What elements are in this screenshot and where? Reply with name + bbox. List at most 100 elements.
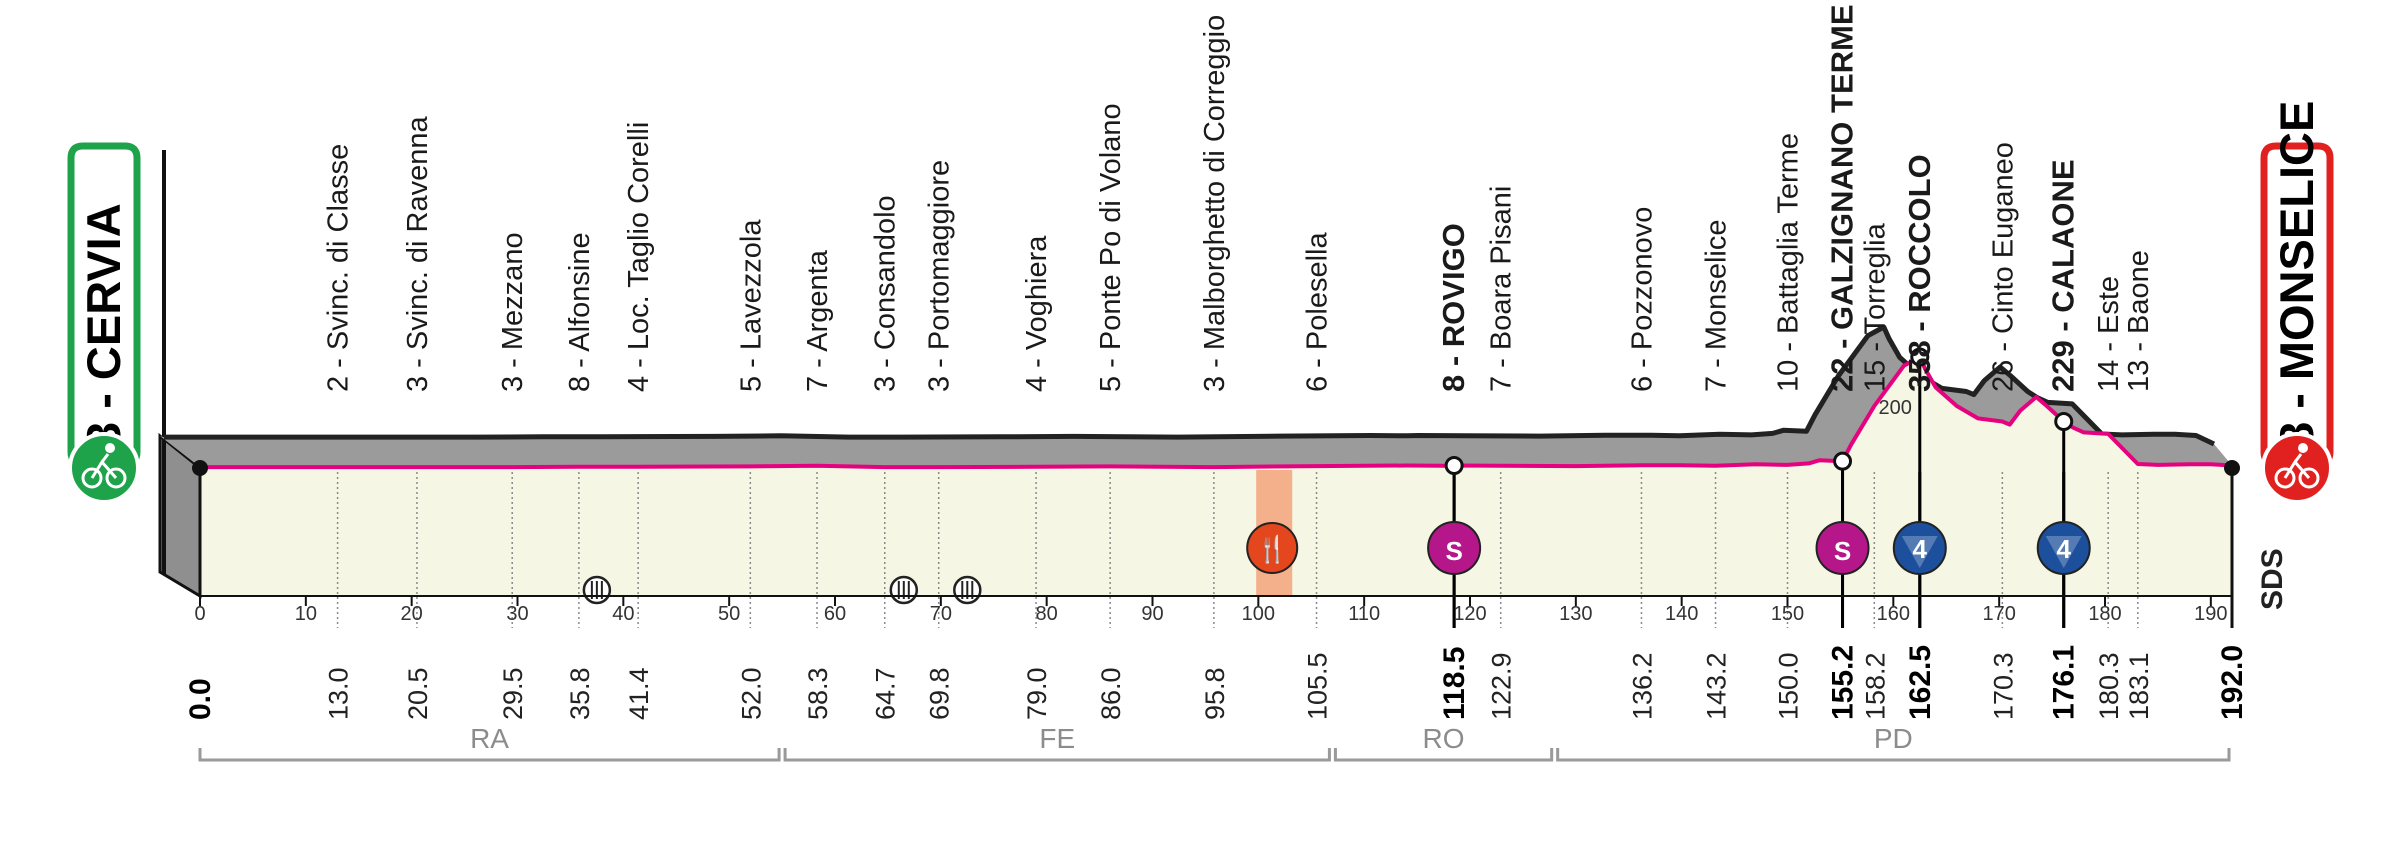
km-tick-label-4: 40 [612,603,634,625]
gpm-icon-2 [1892,521,1947,575]
waypoint-label-1: 3 - Svinc. di Ravenna [402,115,434,392]
waypoint-label-22: 229 - CALAONE [2046,159,2081,392]
waypoint-label-16: 7 - Monselice [1701,220,1733,392]
gpm-triangle-3 [2045,536,2082,568]
sprint-icon-1 [1815,521,1870,575]
fork-knife-icon: 🍴 [1256,534,1288,565]
waypoint-km-23: 180.3 [2094,652,2124,720]
waypoint-label-19: 15 - Torreglia [1859,222,1891,392]
elevation-tick-0: 200 [1879,397,1912,419]
waypoint-label-7: 3 - Consandolo [870,195,902,392]
finish-wheel-back [2274,467,2296,489]
waypoint-km-5: 52.0 [736,667,766,720]
km-tick-label-2: 20 [401,603,423,625]
km-tick-label-16: 160 [1877,603,1910,625]
gpm-triangle-2 [1901,536,1938,568]
gpm-icon-3 [2036,521,2091,575]
waypoint-km-4: 41.4 [624,667,654,720]
gpm-category-2: 4 [1913,534,1928,564]
waypoint-km-24: 183.1 [2124,652,2154,720]
gpm-category-3: 4 [2056,534,2071,564]
waypoint-km-3: 35.8 [565,667,595,720]
km-tick-label-19: 190 [2194,603,2227,625]
waypoint-km-2: 29.5 [498,667,528,720]
km-tick-label-14: 140 [1665,603,1698,625]
waypoint-km-14: 122.9 [1487,652,1517,720]
km-tick-label-0: 0 [194,603,205,625]
feed-zone-icon [1246,522,1299,574]
waypoint-label-4: 4 - Loc. Taglio Corelli [623,122,655,392]
waypoint-label-21: 26 - Cinto Euganeo [1987,142,2019,392]
waypoint-label-20: 358 - ROCCOLO [1902,154,1937,392]
waypoint-km-21: 170.3 [1988,652,2018,720]
km-tick-label-6: 60 [824,603,846,625]
province-label-2: RO [1423,723,1465,754]
waypoint-km-0: 13.0 [324,667,354,720]
waypoint-km-18: 155.2 [1827,645,1860,720]
waypoint-km-1: 20.5 [403,667,433,720]
waypoint-km-7: 64.7 [871,667,901,720]
waypoint-label-13: 8 - ROVIGO [1436,223,1471,392]
waypoint-km-11: 95.8 [1200,667,1230,720]
waypoint-km-12: 105.5 [1303,652,1333,720]
start-wheel-front [105,467,127,489]
km-tick-label-15: 150 [1771,603,1804,625]
province-label-3: PD [1874,723,1913,754]
waypoint-km-20: 162.5 [1904,645,1937,720]
waypoint-km-16: 143.2 [1702,652,1732,720]
km-tick-label-3: 30 [506,603,528,625]
profile-front-fill [200,357,2232,468]
finish-cyclist-icon [2261,432,2333,504]
finish-rider-head [2298,443,2308,453]
waypoint-label-17: 10 - Battaglia Terme [1773,133,1805,392]
sprint-icon-0 [1427,521,1482,575]
waypoint-km-17: 150.0 [1774,652,1804,720]
waypoint-km-15: 136.2 [1627,652,1657,720]
waypoint-label-6: 7 - Argenta [802,249,834,392]
km-tick-label-10: 100 [1242,603,1275,625]
start-city-label: 3 - CERVIA [77,203,130,448]
waypoint-label-8: 3 - Portomaggiore [924,160,956,392]
plain-band [200,468,2232,596]
province-bracket-1 [783,748,1331,762]
waypoint-label-2: 3 - Mezzano [497,232,529,392]
marker-dot-2 [1910,347,1930,367]
marker-dot-0 [1444,456,1464,476]
sprint-symbol-1: S [1834,536,1851,566]
finish-bike-frame [2283,453,2311,479]
waypoint-label-0: 2 - Svinc. di Classe [323,144,355,392]
marker-dot-1 [1833,451,1853,471]
km-tick-label-18: 180 [2088,603,2121,625]
province-label-1: FE [1039,723,1075,754]
start-dot [192,460,208,476]
province-bracket-0 [198,748,781,762]
waypoint-km-10: 86.0 [1096,667,1126,720]
start-wheel-back [81,467,103,489]
waypoint-label-3: 8 - Alfonsine [564,232,596,392]
waypoint-label-23: 14 - Este [2093,276,2125,392]
waypoint-label-9: 4 - Voghiera [1021,235,1053,392]
waypoint-label-11: 3 - Malborghetto di Correggio [1199,15,1231,392]
waypoint-km-13: 118.5 [1438,647,1471,720]
km-tick-label-8: 80 [1036,603,1058,625]
km-tick-label-17: 170 [1982,603,2015,625]
start-km-label: 0.0 [184,678,217,720]
finish-city-label: 8 - MONSELICE [2270,101,2323,448]
km-tick-label-12: 120 [1453,603,1486,625]
waypoint-km-22: 176.1 [2048,645,2081,720]
km-tick-label-13: 130 [1559,603,1592,625]
province-label-0: RA [470,723,509,754]
waypoint-label-12: 6 - Polesella [1302,232,1334,392]
waypoint-label-10: 5 - Ponte Po di Volano [1095,103,1127,392]
province-bracket-3 [1556,748,2231,762]
sprint-symbol-0: S [1445,536,1462,566]
waypoint-km-9: 79.0 [1022,667,1052,720]
finish-km-label: 192.0 [2216,645,2249,720]
waypoint-km-19: 158.2 [1860,652,1890,720]
km-tick-label-5: 50 [718,603,740,625]
marker-dot-3 [2054,412,2074,431]
sponsor-logo: SDS [2256,548,2289,610]
waypoint-label-5: 5 - Lavezzola [735,219,767,392]
